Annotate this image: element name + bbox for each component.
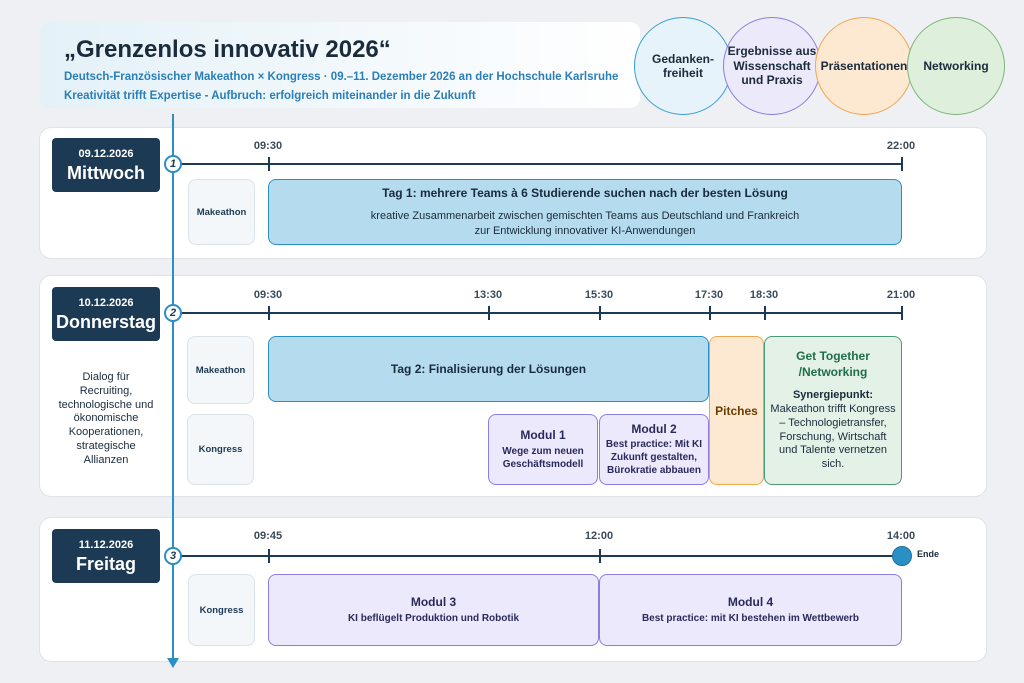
block-title: Modul 3 bbox=[410, 595, 457, 609]
block-text: Makeathon trifft Kongress – Technologiet… bbox=[770, 403, 896, 471]
block-title: Tag 2: Finalisierung der Lösungen bbox=[390, 362, 587, 376]
end-marker-icon bbox=[892, 546, 912, 566]
pitches-block: Pitches bbox=[709, 336, 764, 485]
tick bbox=[901, 306, 903, 320]
time-label: 14:00 bbox=[886, 530, 916, 542]
block-title: Get Together /Networking bbox=[796, 349, 870, 379]
theme-circle-gedankenfreiheit: Gedanken- freiheit bbox=[634, 17, 732, 115]
block-text: KI beflügelt Produktion und Robotik bbox=[347, 613, 520, 624]
dialog-note: Dialog für Recruiting, technologische un… bbox=[58, 371, 154, 466]
block-text: kreative Zusammenarbeit zwischen gemisch… bbox=[370, 209, 800, 237]
tick bbox=[764, 306, 766, 320]
track-label-makeathon: Makeathon bbox=[188, 179, 255, 245]
day-3-weekday: Freitag bbox=[75, 554, 136, 574]
day-2-date: 10.12.2026 bbox=[78, 297, 134, 309]
timeline-arrow-icon bbox=[167, 658, 179, 668]
time-label: 17:30 bbox=[694, 289, 724, 301]
tick bbox=[488, 306, 490, 320]
block-text: Best practice: mit KI bestehen im Wettbe… bbox=[641, 613, 860, 624]
time-label: 09:45 bbox=[253, 530, 283, 542]
time-label: 15:30 bbox=[584, 289, 614, 301]
tick bbox=[268, 306, 270, 320]
block-title: Pitches bbox=[715, 403, 758, 418]
theme-circle-ergebnisse: Ergebnisse aus Wissenschaft und Praxis bbox=[723, 17, 821, 115]
time-label: 13:30 bbox=[473, 289, 503, 301]
day-1-makeathon-block: Tag 1: mehrere Teams à 6 Studierende suc… bbox=[268, 179, 902, 245]
networking-block: Get Together /Networking Synergiepunkt: … bbox=[764, 336, 902, 485]
day-2-axis bbox=[172, 312, 902, 314]
day-3-date: 11.12.2026 bbox=[78, 539, 134, 551]
page-title: „Grenzenlos innovativ 2026“ bbox=[64, 36, 391, 63]
theme-circle-praesentationen: Präsentationen bbox=[815, 17, 913, 115]
modul-3-block: Modul 3 KI beflügelt Produktion und Robo… bbox=[268, 574, 599, 646]
modul-1-block: Modul 1 Wege zum neuen Geschäftsmodell bbox=[488, 414, 598, 485]
day-3-number-icon: 3 bbox=[164, 547, 182, 565]
block-title: Modul 1 bbox=[520, 428, 566, 442]
track-label-makeathon: Makeathon bbox=[187, 336, 254, 404]
track-label-kongress: Kongress bbox=[188, 574, 255, 646]
tick bbox=[599, 306, 601, 320]
tick bbox=[901, 157, 903, 171]
page-tagline: Kreativität trifft Expertise - Aufbruch:… bbox=[64, 90, 476, 102]
block-title: Modul 4 bbox=[727, 595, 774, 609]
modul-2-block: Modul 2 Best practice: Mit KI Zukunft ge… bbox=[599, 414, 709, 485]
page-subtitle: Deutsch-Französischer Makeathon × Kongre… bbox=[64, 71, 619, 83]
vertical-timeline bbox=[172, 114, 174, 662]
block-text: Best practice: Mit KI Zukunft gestalten,… bbox=[605, 439, 703, 476]
block-title: Modul 2 bbox=[631, 422, 677, 436]
tick bbox=[268, 549, 270, 563]
day-1-axis bbox=[172, 163, 902, 165]
time-label: 09:30 bbox=[253, 140, 283, 152]
time-label: 12:00 bbox=[584, 530, 614, 542]
time-label: 21:00 bbox=[886, 289, 916, 301]
day-3-date-box: 11.12.2026 Freitag bbox=[52, 529, 160, 583]
time-label: 18:30 bbox=[749, 289, 779, 301]
end-label: Ende bbox=[917, 549, 940, 559]
track-label-kongress: Kongress bbox=[187, 414, 254, 485]
day-1-date-box: 09.12.2026 Mittwoch bbox=[52, 138, 160, 192]
day-1-number-icon: 1 bbox=[164, 155, 182, 173]
time-label: 22:00 bbox=[886, 140, 916, 152]
block-text: Wege zum neuen Geschäftsmodell bbox=[502, 446, 584, 470]
day-1-weekday: Mittwoch bbox=[67, 163, 145, 183]
day-2-number-icon: 2 bbox=[164, 304, 182, 322]
tick bbox=[709, 306, 711, 320]
theme-circle-networking: Networking bbox=[907, 17, 1005, 115]
day-3-axis bbox=[172, 555, 902, 557]
block-title: Tag 1: mehrere Teams à 6 Studierende suc… bbox=[382, 185, 788, 200]
modul-4-block: Modul 4 Best practice: mit KI bestehen i… bbox=[599, 574, 902, 646]
day-1-date: 09.12.2026 bbox=[78, 148, 134, 160]
tick bbox=[268, 157, 270, 171]
tick bbox=[599, 549, 601, 563]
time-label: 09:30 bbox=[253, 289, 283, 301]
day-2-date-box: 10.12.2026 Donnerstag bbox=[52, 287, 160, 341]
header-card bbox=[40, 22, 640, 108]
day-2-makeathon-block: Tag 2: Finalisierung der Lösungen bbox=[268, 336, 709, 402]
block-subtitle: Synergiepunkt: bbox=[792, 389, 874, 402]
day-2-weekday: Donnerstag bbox=[55, 312, 156, 332]
